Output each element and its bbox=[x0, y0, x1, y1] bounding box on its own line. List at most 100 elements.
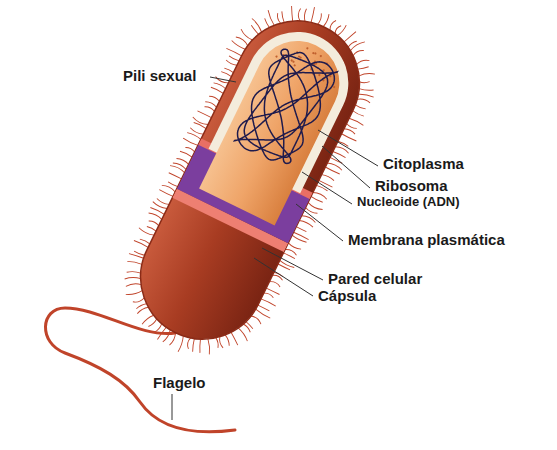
pilus bbox=[134, 250, 145, 256]
part-label: Flagelo bbox=[153, 374, 206, 391]
pilus bbox=[126, 285, 142, 300]
pilus bbox=[359, 78, 369, 86]
pilus bbox=[222, 335, 233, 346]
pilus bbox=[163, 329, 171, 343]
pilus bbox=[197, 111, 211, 118]
pilus bbox=[168, 182, 178, 187]
ribosome bbox=[293, 64, 296, 67]
pili bbox=[98, 0, 402, 382]
bacterium-body bbox=[98, 0, 402, 382]
part-label: Pili sexual bbox=[123, 67, 196, 84]
pilus bbox=[316, 13, 323, 24]
pilus bbox=[226, 48, 241, 56]
pilus bbox=[307, 202, 322, 211]
pilus bbox=[195, 339, 206, 353]
leader-line bbox=[254, 258, 313, 296]
pilus bbox=[263, 10, 279, 25]
pilus bbox=[142, 312, 154, 327]
pilus bbox=[301, 9, 310, 22]
pilus bbox=[202, 339, 215, 355]
pilus bbox=[127, 258, 142, 268]
part-label: Ribosoma bbox=[375, 177, 448, 194]
pilus bbox=[311, 196, 323, 202]
leader-line bbox=[262, 248, 323, 280]
pilus bbox=[346, 123, 357, 129]
pilus bbox=[278, 264, 290, 270]
pilus bbox=[279, 260, 294, 268]
pilus bbox=[149, 220, 160, 226]
pilus bbox=[322, 174, 335, 181]
pilus bbox=[349, 118, 364, 126]
pilus bbox=[278, 11, 288, 22]
pilus bbox=[235, 328, 251, 341]
pilus bbox=[248, 18, 265, 32]
pilus bbox=[308, 7, 318, 22]
pilus bbox=[313, 191, 328, 199]
pilus bbox=[341, 134, 356, 142]
ribosome bbox=[306, 47, 309, 50]
pilus bbox=[173, 162, 187, 170]
pilus bbox=[176, 157, 189, 164]
ribosome bbox=[298, 55, 301, 58]
pilus bbox=[229, 56, 239, 61]
pilus bbox=[147, 226, 156, 231]
pilus bbox=[250, 315, 263, 324]
pilus bbox=[352, 111, 363, 117]
leader-lines bbox=[172, 77, 378, 420]
pilus bbox=[133, 294, 144, 305]
pilus bbox=[261, 299, 276, 307]
ribosome bbox=[333, 86, 336, 89]
pilus bbox=[176, 336, 185, 352]
pilus bbox=[337, 24, 346, 37]
pilus bbox=[126, 279, 141, 292]
ribosome bbox=[275, 55, 278, 58]
pilus bbox=[205, 100, 217, 107]
pilus bbox=[185, 338, 193, 349]
pilus bbox=[325, 167, 339, 174]
pilus bbox=[283, 253, 295, 259]
pilus bbox=[138, 228, 154, 237]
pilus bbox=[293, 232, 308, 240]
pilus bbox=[149, 212, 163, 220]
pilus bbox=[125, 272, 141, 285]
pilus bbox=[169, 333, 176, 346]
pilus bbox=[211, 87, 224, 94]
pilus bbox=[355, 104, 366, 110]
pilus bbox=[150, 207, 164, 214]
leader-line bbox=[296, 204, 343, 241]
pilus bbox=[159, 190, 173, 197]
pilus bbox=[185, 146, 195, 152]
pilus bbox=[209, 95, 220, 101]
part-label: Membrana plasmática bbox=[348, 231, 505, 248]
pilus bbox=[269, 280, 281, 287]
pilus bbox=[190, 128, 204, 136]
leader-line bbox=[318, 130, 378, 166]
pilus bbox=[127, 267, 141, 278]
pilus bbox=[344, 128, 356, 135]
nucleoid-dna bbox=[232, 42, 340, 171]
pilus bbox=[305, 207, 318, 214]
pilus bbox=[359, 84, 374, 95]
pilus bbox=[296, 227, 306, 232]
pilus bbox=[235, 36, 250, 46]
pilus bbox=[152, 202, 167, 210]
pilus bbox=[286, 6, 299, 21]
part-label: Citoplasma bbox=[383, 155, 464, 172]
ribosome bbox=[318, 74, 321, 77]
pilus bbox=[192, 117, 208, 126]
leader-line bbox=[322, 146, 370, 188]
pilus bbox=[292, 235, 307, 243]
ribosome bbox=[312, 52, 315, 55]
pilus bbox=[335, 145, 349, 153]
pilus bbox=[180, 151, 192, 158]
pilus bbox=[214, 82, 226, 89]
ribosome bbox=[319, 55, 322, 58]
pilus bbox=[272, 274, 283, 280]
pilus bbox=[169, 173, 182, 179]
pilus bbox=[255, 309, 271, 318]
pilus bbox=[295, 8, 305, 21]
pilus bbox=[140, 238, 150, 243]
pilus bbox=[357, 97, 370, 106]
pilus bbox=[239, 29, 255, 40]
leader-line bbox=[302, 172, 352, 204]
